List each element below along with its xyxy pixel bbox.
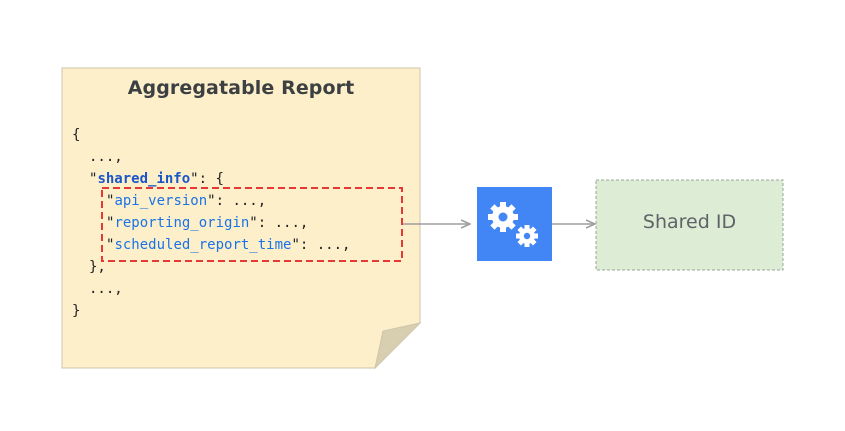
code-shared-info-line: "shared_info": { <box>89 171 224 187</box>
shared-info-open: : { <box>198 171 224 187</box>
shared-info-highlight <box>101 187 403 262</box>
code-ellipsis-2: ..., <box>89 281 123 297</box>
field-key-scheduled-report-time: scheduled_report_time <box>114 237 292 253</box>
shared-id-box <box>595 179 784 271</box>
code-close-brace: } <box>72 303 81 319</box>
code-open-brace: { <box>72 127 81 143</box>
field-key-api-version: api_version <box>114 193 208 209</box>
report-note-fold <box>374 322 422 370</box>
code-field-line: "api_version": ..., <box>106 193 267 209</box>
shared-info-key: shared_info <box>97 171 191 187</box>
field-suffix: : ..., <box>257 215 309 231</box>
shared-id-label: Shared ID <box>642 211 737 233</box>
code-field-line: "reporting_origin": ..., <box>106 215 309 231</box>
field-key-reporting-origin: reporting_origin <box>114 215 250 231</box>
code-ellipsis-1: ..., <box>89 149 123 165</box>
code-inner-close: }, <box>89 259 106 275</box>
report-title: Aggregatable Report <box>127 77 355 99</box>
field-suffix: : ..., <box>215 193 267 209</box>
code-field-line: "scheduled_report_time": ..., <box>106 237 351 253</box>
processor-box <box>477 187 552 261</box>
field-suffix: : ..., <box>299 237 351 253</box>
